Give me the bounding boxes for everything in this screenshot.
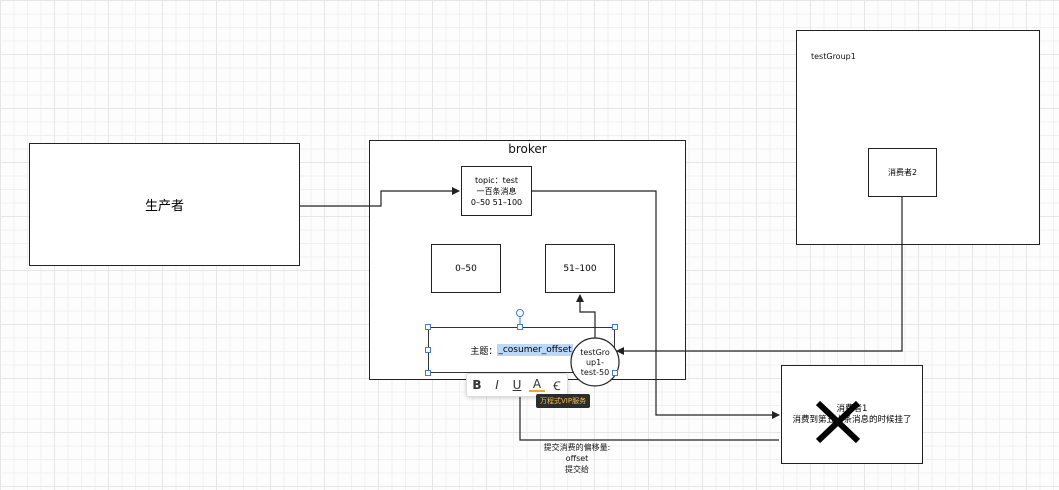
producer-to-topic-arrow [300, 187, 460, 207]
cross-mark-line-2 [815, 400, 861, 444]
circle-note-line2: up1- [585, 358, 605, 367]
resize-handle-tr[interactable] [612, 324, 618, 330]
circle-note-shape[interactable] [570, 337, 620, 387]
consumer1-line2: 消费到第五十条消息的时候挂了 [792, 414, 912, 425]
circle-note-text: testGro up1- test-50 [571, 348, 619, 378]
partition-label-2: 51–100 [563, 263, 597, 274]
consumer1-box[interactable]: 消费者1 消费到第五十条消息的时候挂了 [781, 365, 923, 464]
bold-button[interactable]: B [472, 378, 482, 392]
resize-handle-bl[interactable] [425, 370, 431, 376]
resize-handle-br[interactable] [612, 370, 618, 376]
commit-note: 提交消费的偏移量: offset 提交给 [527, 442, 627, 475]
partition-label-1: 0–50 [455, 263, 477, 274]
topic-box[interactable]: topic：test 一百条消息 0–50 51–100 [461, 166, 532, 216]
partition-box-2[interactable]: 51–100 [545, 244, 615, 293]
offset-topic-prefix: 主题： [470, 346, 498, 357]
circle-note-line3: test-50 [580, 368, 610, 377]
producer-label: 生产者 [144, 199, 184, 214]
underline-button[interactable]: U [512, 378, 522, 392]
circle-note-line1: testGro [580, 348, 610, 357]
partition-box-1[interactable]: 0–50 [431, 244, 501, 293]
test-group-title: testGroup1 [811, 52, 856, 61]
circle-to-partition2-arrow [576, 294, 596, 345]
consumer2-to-offset-arrow [616, 197, 903, 355]
broker-title: broker [508, 142, 547, 156]
resize-handle-tl[interactable] [425, 324, 431, 330]
vip-tooltip: 万程式VIP服务 [536, 394, 591, 408]
font-color-button[interactable]: A [529, 378, 545, 392]
clear-format-button[interactable]: Ꞓ [553, 378, 561, 393]
resize-handle-ml[interactable] [425, 347, 431, 353]
offset-topic-selected-text[interactable]: _cosumer_offset [497, 344, 573, 356]
commit-note-line2: offset [565, 454, 589, 463]
topic-to-consumer1-arrow [532, 190, 780, 419]
topic-line2: 一百条消息 [476, 186, 517, 196]
text-format-toolbar: B I U A Ꞓ [466, 373, 568, 397]
commit-note-line3: 提交给 [565, 465, 589, 474]
resize-handle-tm[interactable] [517, 324, 523, 330]
rotate-handle[interactable] [516, 309, 524, 317]
topic-line3: 0–50 51–100 [470, 197, 523, 207]
test-group-box[interactable]: testGroup1 [796, 30, 1040, 245]
italic-button[interactable]: I [495, 378, 499, 392]
consumer2-box[interactable]: 消费者2 [868, 148, 937, 197]
consumer2-label: 消费者2 [887, 168, 918, 177]
producer-box[interactable]: 生产者 [29, 143, 300, 266]
commit-note-line1: 提交消费的偏移量: [543, 443, 611, 452]
topic-line1: topic：test [474, 175, 519, 185]
